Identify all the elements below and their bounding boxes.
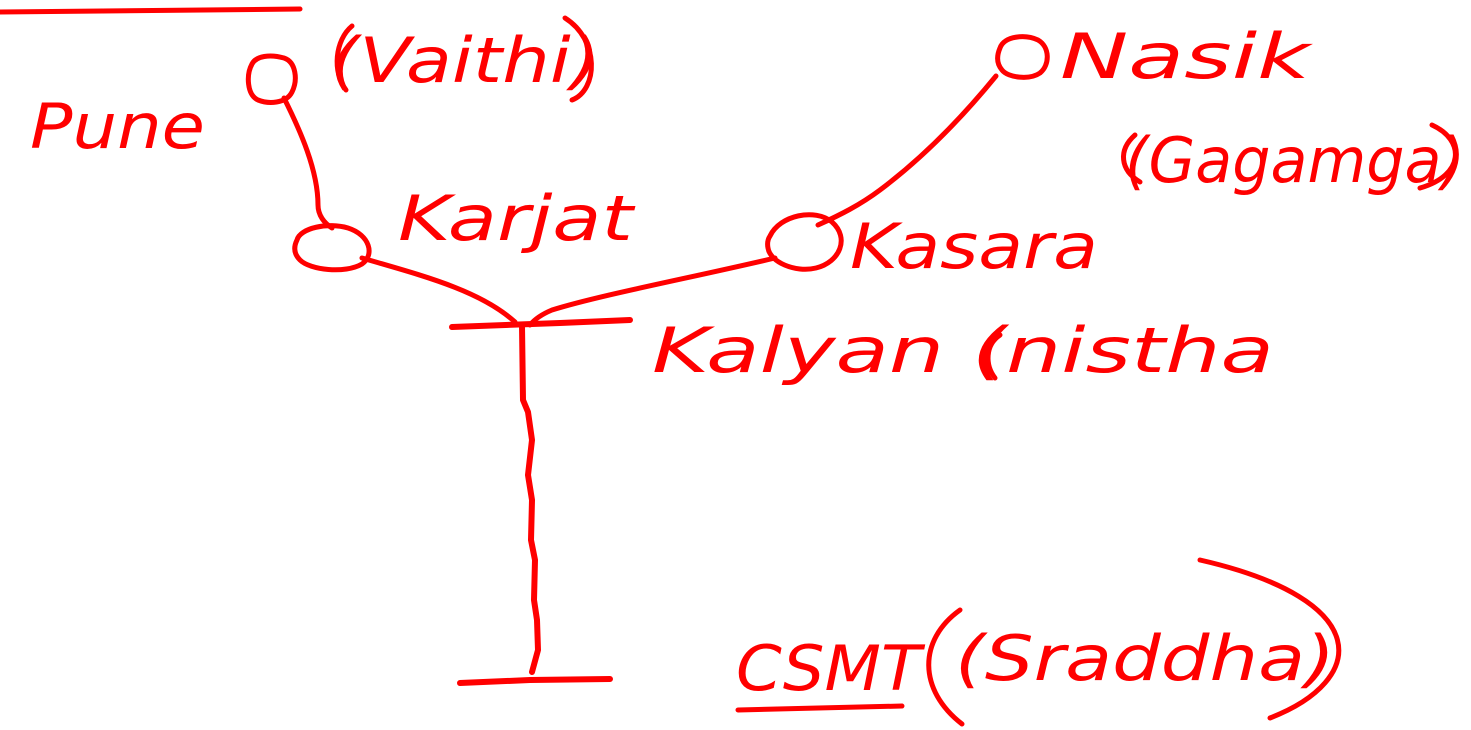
corner-stroke (0, 6, 303, 15)
nasik-kasara-line (815, 73, 999, 228)
kalyan-junction-bar (449, 317, 633, 330)
kasara-node (765, 212, 844, 272)
karjat-node (292, 223, 372, 273)
csmt-terminus-bar (457, 676, 613, 686)
kalyan-open-paren (985, 332, 1003, 381)
kasara-label: Kasara (850, 210, 1098, 283)
pune-node (245, 53, 298, 105)
pune-note-open-paren (334, 23, 355, 93)
nasik-note-label: (Gagamga) (1125, 124, 1465, 197)
kasara-kalyan-line (527, 255, 778, 328)
csmt-note-label: (Sraddha) (955, 622, 1335, 695)
pune-karjat-line (281, 95, 335, 231)
pune-note-label: (Vaithi) (330, 24, 600, 97)
nasik-note-open-paren (1121, 132, 1143, 185)
nasik-note-close-paren (1417, 122, 1458, 191)
csmt-note-open-paren (926, 607, 965, 727)
pune-note-close-paren (562, 15, 594, 103)
karjat-label: Karjat (398, 182, 636, 255)
nasik-node (995, 34, 1050, 80)
pune-label: Pune (30, 90, 205, 163)
kalyan-csmt-line (519, 323, 541, 675)
karjat-kalyan-line (359, 255, 518, 325)
csmt-label: CSMT (736, 632, 925, 705)
kalyan-label: Kalyan (nistha (652, 314, 1274, 387)
csmt-underline (735, 703, 905, 713)
csmt-note-close-paren (1197, 557, 1342, 721)
nasik-label: Nasik (1060, 20, 1313, 93)
